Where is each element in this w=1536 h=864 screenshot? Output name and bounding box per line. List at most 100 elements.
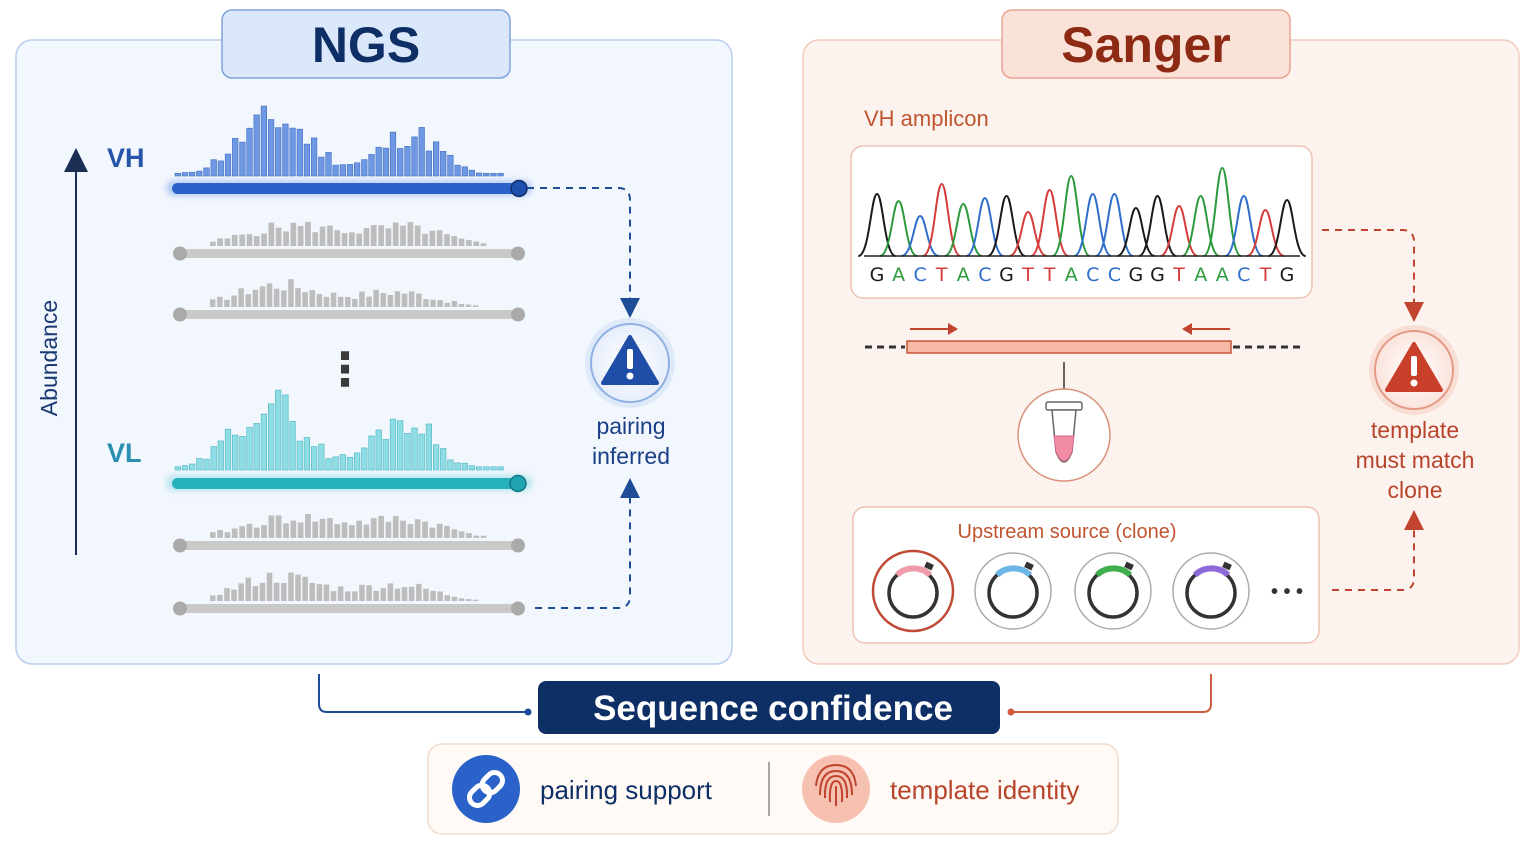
- chromatogram-peak: [1202, 166, 1242, 257]
- pairing-callout-line2: inferred: [592, 443, 670, 469]
- grey-histogram-bar: [480, 243, 487, 246]
- grey-histogram-bar: [387, 295, 394, 307]
- plasmid-clone-3: [1074, 552, 1152, 630]
- pairing-support-label: pairing support: [540, 775, 713, 805]
- vl-histogram-bar: [210, 446, 217, 471]
- vh-histogram-bar: [425, 150, 433, 177]
- grey-histogram-bar: [302, 292, 308, 307]
- grey-histogram-bar: [451, 596, 458, 601]
- vl-top-track: [166, 474, 532, 493]
- grey-histogram-bar: [288, 572, 294, 601]
- grey-histogram-bar: [392, 222, 399, 246]
- vh-histogram-bar: [411, 136, 418, 177]
- chromatogram-peak: [922, 182, 962, 257]
- vh-track-end-dot: [510, 179, 528, 198]
- grey-histogram-bar: [480, 535, 487, 538]
- grey-histogram-bar: [394, 588, 401, 601]
- base-call: C: [1086, 264, 1099, 286]
- vh-histogram-bar: [296, 128, 303, 177]
- grey-histogram-bar: [283, 523, 289, 538]
- grey-histogram-bar: [288, 279, 294, 307]
- grey-track-3: [173, 538, 525, 553]
- grey-histogram-bar: [422, 521, 428, 538]
- grey-histogram-bar: [380, 293, 386, 307]
- grey-histogram-bar: [330, 591, 337, 601]
- grey-histogram-bar: [319, 518, 326, 538]
- legend-box: [427, 743, 1119, 835]
- chromatogram-traces: [857, 166, 1307, 257]
- grey-histogram-bar: [444, 234, 450, 246]
- vl-histogram-bar: [475, 466, 483, 471]
- grey-histogram-bar: [437, 591, 443, 601]
- vl-histogram-bar: [454, 462, 461, 471]
- vl-histogram-bar: [353, 452, 361, 471]
- grey-histogram-bar: [309, 290, 315, 307]
- grey-histogram-bar: [408, 586, 415, 601]
- grey-histogram-bar: [253, 236, 260, 246]
- chromatogram-peak: [1008, 210, 1048, 257]
- pcr-tube-icon: [1017, 388, 1111, 482]
- vh-histogram-bar: [397, 148, 404, 177]
- vh-histogram-bar: [447, 154, 454, 177]
- grey-histogram-bar: [451, 529, 458, 538]
- grey-histogram-bar: [210, 241, 216, 246]
- grey-histogram-bar: [416, 293, 422, 307]
- grey-histogram-bar: [363, 228, 370, 246]
- base-call: T: [1172, 264, 1185, 286]
- vh-label: VH: [107, 143, 145, 173]
- vh-histogram-bar: [217, 160, 224, 177]
- grey-histogram-bar: [465, 599, 472, 601]
- grey-histogram-3: [210, 514, 487, 538]
- grey-histogram-bar: [451, 236, 458, 246]
- vh-histogram-bar: [454, 164, 461, 177]
- vl-histogram-bar: [432, 444, 440, 471]
- pairing-warning-icon: [585, 318, 675, 408]
- grey-histogram-bar: [416, 583, 422, 601]
- vh-histogram-bar: [404, 146, 411, 177]
- grey-histogram-bar: [295, 288, 301, 307]
- grey-histogram-bar: [281, 583, 287, 601]
- vh-histogram-bar: [339, 164, 346, 177]
- grey-histogram-bar: [366, 585, 372, 601]
- grey-histogram-bar: [349, 525, 355, 538]
- grey-histogram-bar: [380, 588, 386, 601]
- vh-histogram-bar: [468, 169, 476, 177]
- vl-histogram-bar: [189, 463, 196, 471]
- vh-histogram-bar: [260, 105, 268, 177]
- grey-histogram-bar: [275, 227, 282, 246]
- grey-histogram-bar: [378, 515, 384, 538]
- sanger-bracket-line: [1011, 674, 1212, 713]
- base-call: A: [892, 264, 905, 286]
- grey-track-2: [173, 307, 525, 322]
- ngs-title: NGS: [312, 17, 420, 73]
- grey-histogram-bar: [423, 588, 429, 601]
- vh-histogram-bar: [253, 114, 260, 177]
- upstream-source-label: Upstream source (clone): [958, 521, 1177, 543]
- grey-histogram-bar: [337, 586, 344, 601]
- vl-histogram-bar: [339, 454, 346, 471]
- vl-histogram-bar: [361, 447, 368, 471]
- grey-histogram-bar: [473, 535, 480, 538]
- vh-histogram-bar: [461, 166, 468, 177]
- base-call: G: [1280, 264, 1295, 286]
- chromatogram-peak: [1181, 194, 1220, 257]
- grey-histogram-bar: [275, 515, 282, 538]
- grey-histogram-bar: [323, 296, 330, 307]
- grey-histogram-bar: [266, 572, 273, 601]
- grey-histogram-bar: [429, 230, 436, 246]
- base-call: G: [999, 264, 1014, 286]
- grey-histogram-bar: [238, 583, 244, 601]
- vh-histogram-bar: [189, 171, 196, 177]
- fingerprint-icon: [802, 755, 870, 823]
- vh-amplicon-label: VH amplicon: [864, 106, 989, 131]
- grey-histogram-bar: [363, 524, 370, 538]
- vh-histogram-bar: [353, 162, 361, 177]
- vl-histogram-bar: [404, 432, 411, 471]
- grey-histogram-bar: [268, 222, 275, 246]
- ngs-panel: NGS Abundance VH VL ⋮: [15, 9, 733, 665]
- vl-histogram-bar: [296, 440, 303, 471]
- grey-histogram-bar: [356, 233, 362, 246]
- grey-histogram-bar: [217, 238, 223, 246]
- grey-histogram-bar: [273, 582, 280, 601]
